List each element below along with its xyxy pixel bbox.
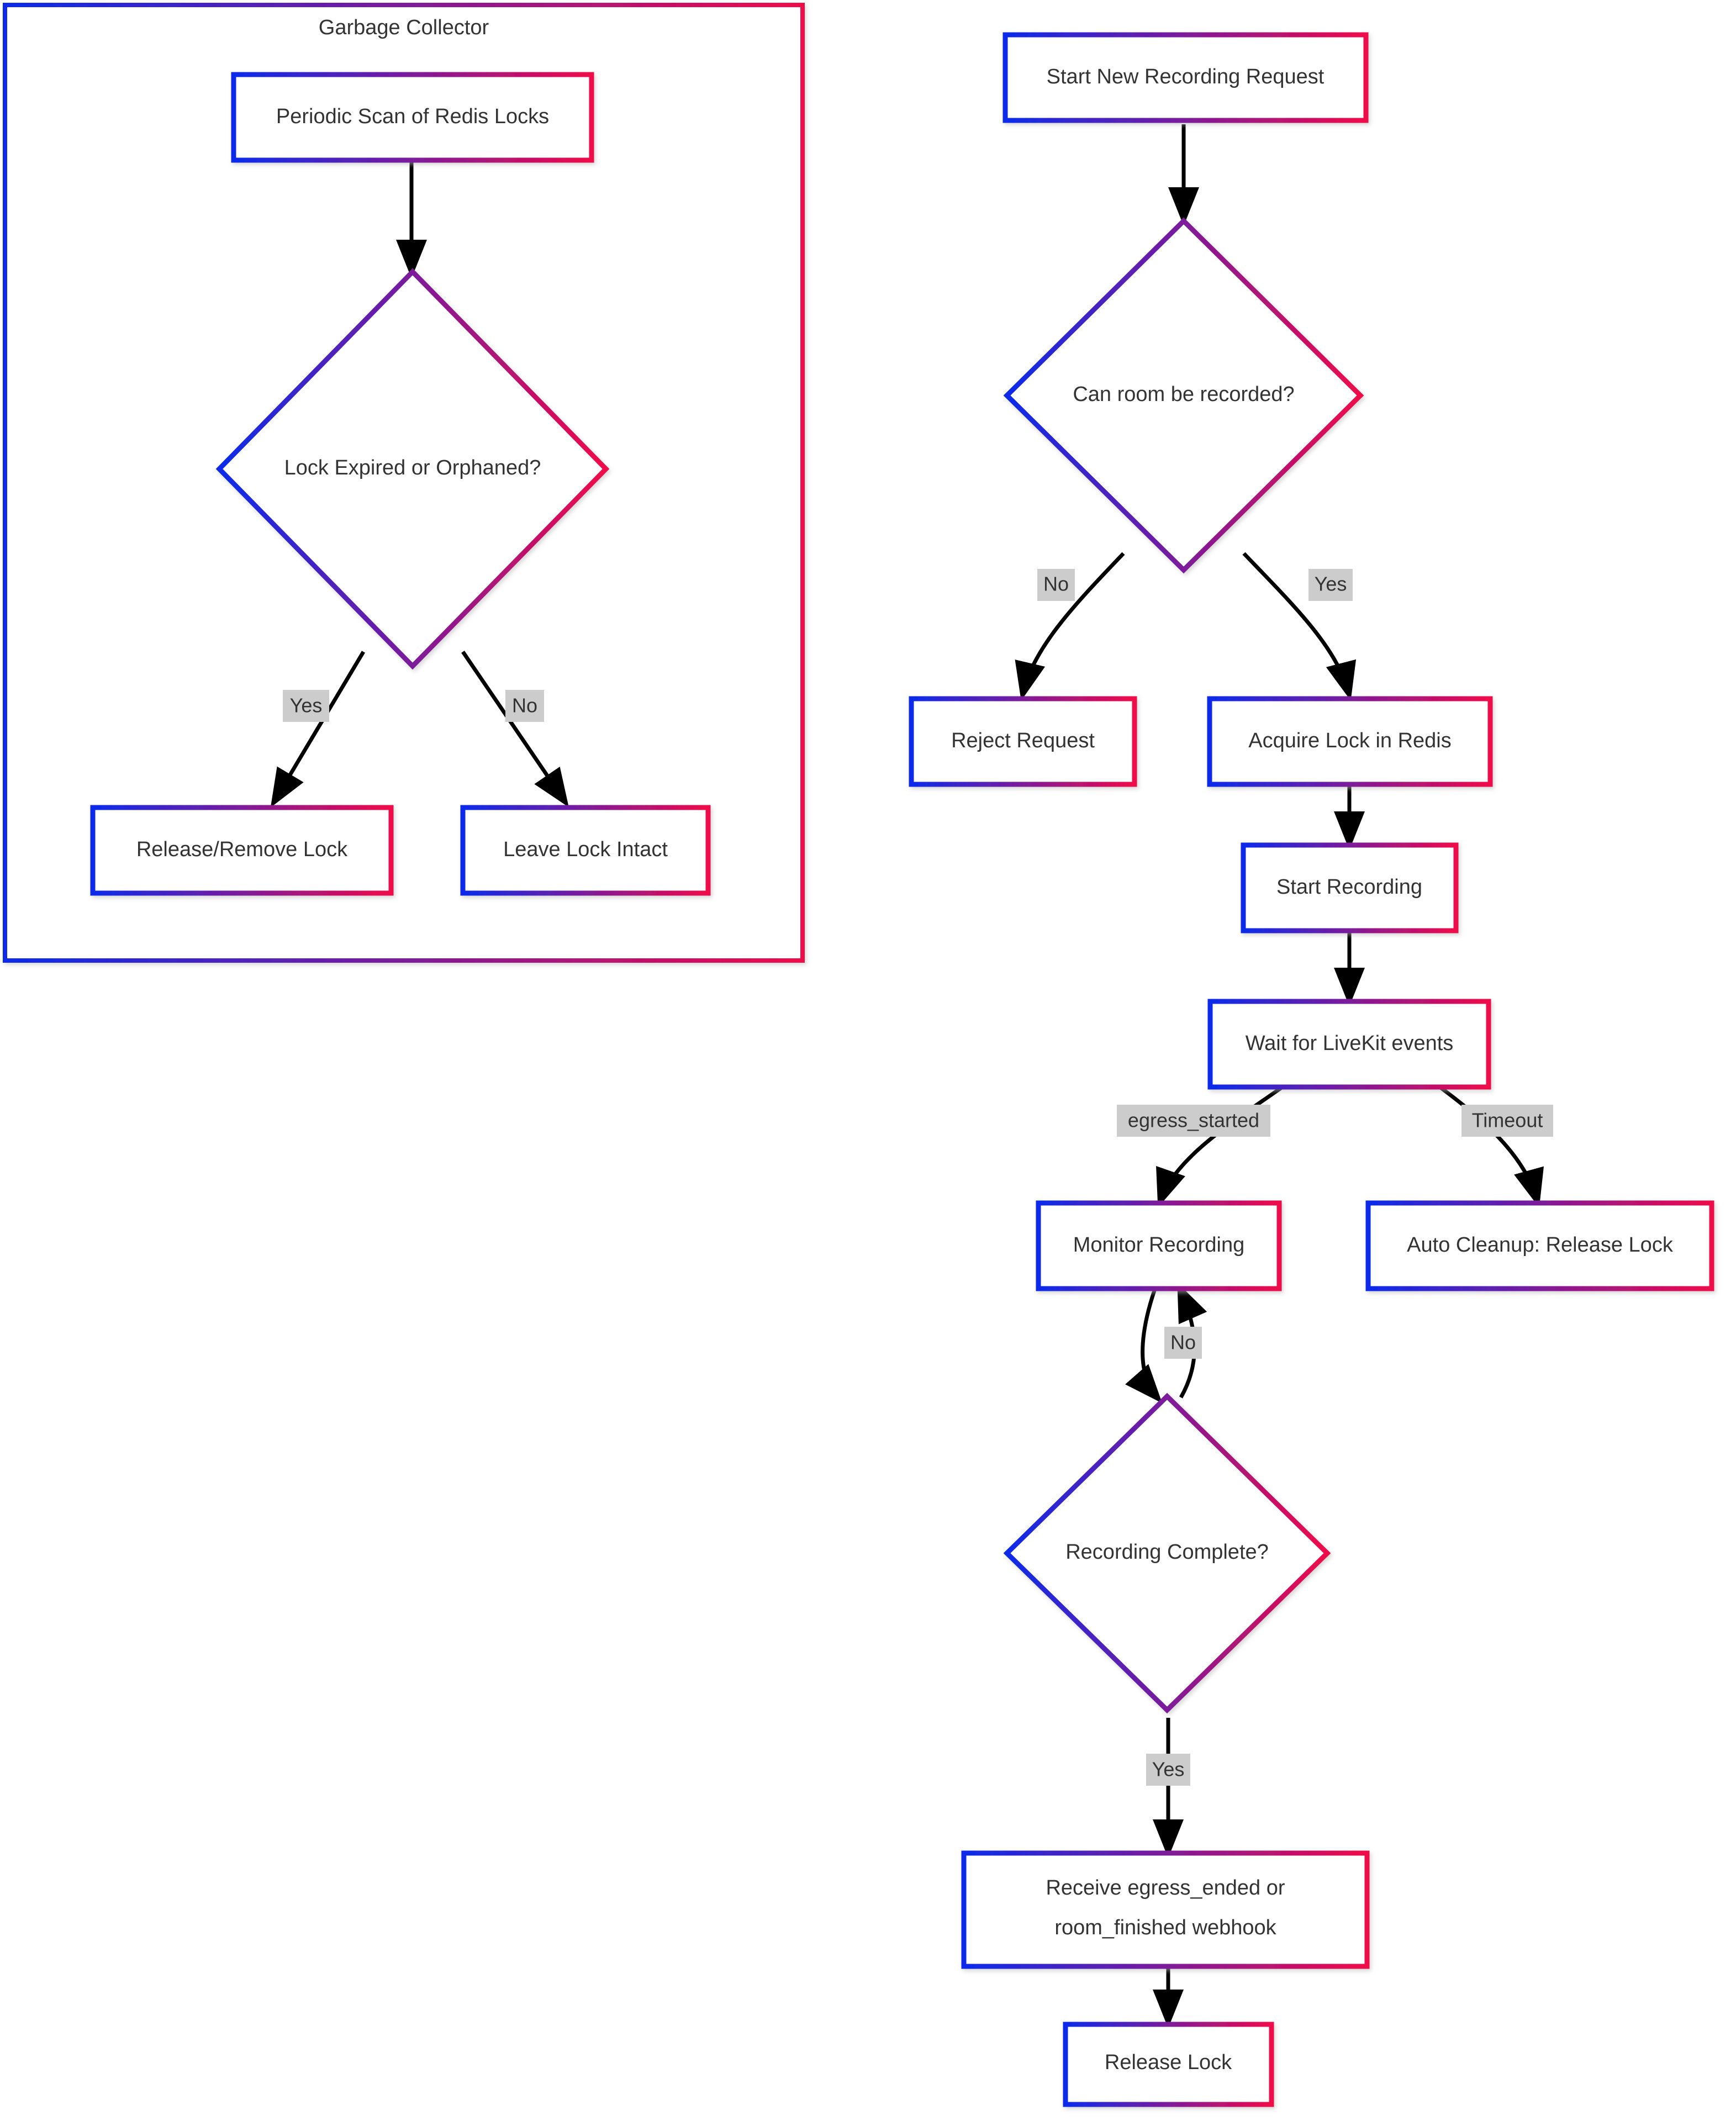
node-reject-request[interactable] (909, 696, 1137, 787)
edge-label-timeout: Timeout (1461, 1105, 1553, 1137)
edge-label-egress-started: egress_started (1117, 1105, 1270, 1137)
node-can-record[interactable] (1003, 217, 1364, 574)
edge-label-can-record-yes-text: Yes (1315, 573, 1347, 595)
node-monitor-recording-label: Monitor Recording (1073, 1233, 1244, 1257)
node-acquire-lock-label: Acquire Lock in Redis (1248, 729, 1452, 752)
node-receive-webhook-line1: Receive egress_ended or (1046, 1876, 1285, 1900)
node-reject-request-label: Reject Request (951, 729, 1095, 752)
edge-lockexpired-to-leave (461, 651, 569, 808)
edge-label-monitor-loop-no: No (1164, 1327, 1202, 1359)
node-receive-webhook[interactable] (961, 1850, 1370, 1969)
node-wait-events[interactable] (1207, 999, 1491, 1090)
node-auto-cleanup[interactable] (1365, 1200, 1714, 1291)
edge-label-gc-no-text: No (512, 694, 537, 717)
edge-label-timeout-text: Timeout (1472, 1109, 1543, 1132)
node-wait-events-label: Wait for LiveKit events (1246, 1032, 1454, 1055)
node-can-record-label: Can room be recorded? (1073, 383, 1294, 406)
node-start-recording[interactable] (1241, 842, 1459, 933)
node-release-remove-lock[interactable] (90, 805, 394, 896)
node-start-request[interactable] (1002, 32, 1369, 123)
node-receive-webhook-line2: room_finished webhook (1054, 1916, 1276, 1939)
edge-label-gc-no: No (505, 690, 544, 722)
node-release-lock-label: Release Lock (1105, 2051, 1232, 2074)
edge-label-egress-started-text: egress_started (1128, 1109, 1259, 1132)
edge-label-gc-yes: Yes (283, 690, 329, 722)
node-lock-expired-label: Lock Expired or Orphaned? (284, 456, 541, 479)
node-recording-complete[interactable] (1003, 1392, 1331, 1714)
node-periodic-scan-label: Periodic Scan of Redis Locks (276, 105, 549, 128)
edge-label-can-record-no: No (1037, 569, 1075, 601)
node-start-request-label: Start New Recording Request (1047, 65, 1325, 88)
edge-wait-to-cleanup (1427, 1077, 1544, 1208)
edge-monitor-to-complete (1125, 1283, 1163, 1404)
edge-label-monitor-loop-no-text: No (1170, 1331, 1196, 1354)
node-acquire-lock[interactable] (1207, 696, 1493, 787)
node-periodic-scan[interactable] (231, 72, 594, 163)
edge-label-complete-yes: Yes (1146, 1754, 1190, 1786)
node-lock-expired[interactable] (215, 268, 610, 670)
edge-canrecord-to-reject (1015, 552, 1125, 701)
subgraph-title: Garbage Collector (319, 16, 489, 39)
edge-label-can-record-no-text: No (1043, 573, 1069, 595)
node-leave-lock-intact-label: Leave Lock Intact (503, 838, 668, 861)
node-monitor-recording[interactable] (1036, 1200, 1282, 1291)
node-leave-lock-intact[interactable] (460, 805, 711, 896)
node-recording-complete-label: Recording Complete? (1065, 1540, 1269, 1564)
node-start-recording-label: Start Recording (1276, 875, 1422, 899)
edge-label-can-record-yes: Yes (1308, 569, 1353, 601)
node-release-remove-lock-label: Release/Remove Lock (136, 838, 348, 861)
edge-lockexpired-to-release (270, 651, 366, 808)
edge-wait-to-monitor (1156, 1077, 1296, 1208)
edge-canrecord-to-acquire (1242, 552, 1357, 701)
node-auto-cleanup-label: Auto Cleanup: Release Lock (1407, 1233, 1674, 1257)
edge-label-gc-yes-text: Yes (290, 694, 323, 717)
edge-label-complete-yes-text: Yes (1152, 1758, 1185, 1781)
node-release-lock[interactable] (1063, 2022, 1274, 2107)
